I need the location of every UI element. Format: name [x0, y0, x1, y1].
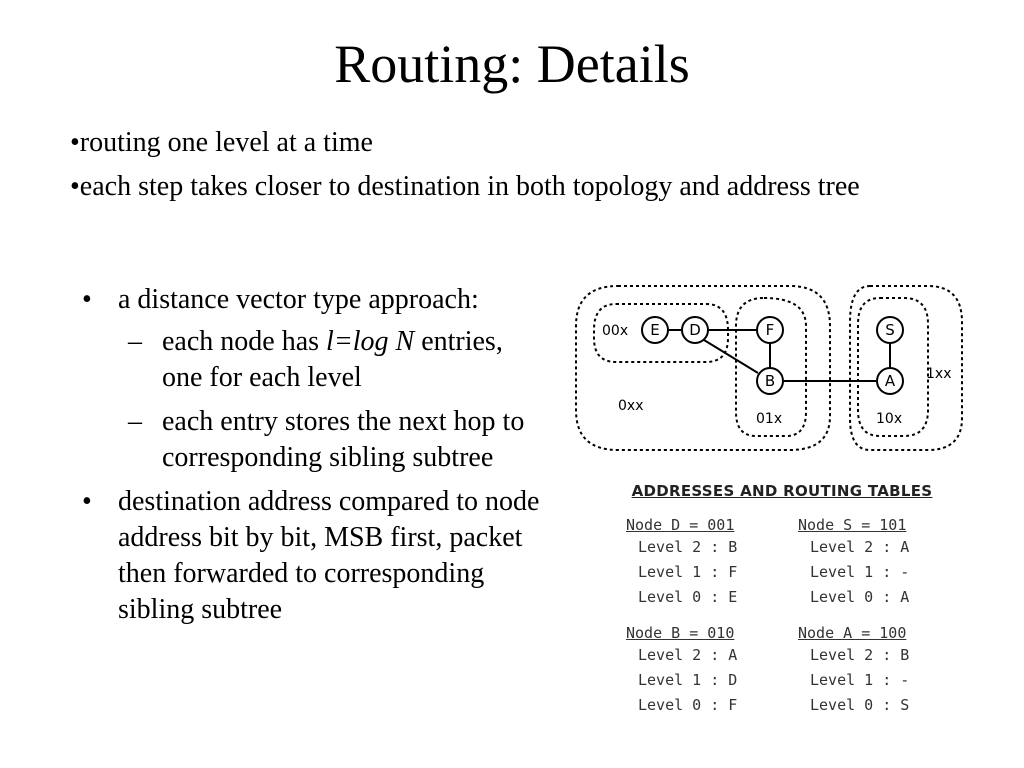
group-1xx-boundary: [849, 285, 963, 451]
node-s: [876, 316, 904, 344]
node-d-label: D: [689, 321, 701, 339]
sub-bullet-text-pre: each node has: [162, 326, 327, 357]
group-0xx-boundary: [575, 285, 831, 451]
table-row: Level 1 : D: [638, 671, 738, 689]
node-e: [641, 316, 669, 344]
sub-bullet-mark: –: [128, 406, 142, 437]
node-b-label: B: [765, 372, 775, 390]
group-0xx-label: 0xx: [618, 398, 643, 414]
node-a: [876, 367, 904, 395]
link-d-b: [703, 339, 759, 374]
table-node-b: Node B = 010 Level 2 : A Level 1 : D Lev…: [626, 624, 796, 721]
table-node-d: Node D = 001 Level 2 : B Level 1 : F Lev…: [626, 516, 796, 613]
routing-tables-title: ADDRESSES AND ROUTING TABLES: [631, 482, 933, 500]
table-row: Level 1 : F: [638, 563, 738, 581]
table-row: Level 0 : F: [638, 696, 738, 714]
node-b: [756, 367, 784, 395]
node-d: [681, 316, 709, 344]
detail-bullet-list: • a distance vector type approach: – eac…: [78, 282, 548, 634]
node-s-label: S: [885, 321, 895, 339]
table-row: Level 0 : S: [810, 696, 910, 714]
table-row: Level 1 : -: [810, 563, 910, 581]
sub-bullet-mark: –: [128, 326, 142, 357]
table-row: Level 2 : B: [638, 538, 738, 556]
bullet-distance-vector: • a distance vector type approach:: [78, 282, 548, 318]
bullet-text: destination address compared to node add…: [118, 486, 540, 625]
routing-tables: ADDRESSES AND ROUTING TABLES Node D = 00…: [600, 478, 970, 728]
group-1xx-label: 1xx: [926, 366, 951, 382]
table-row: Level 2 : A: [810, 538, 910, 556]
bullet-mark: •: [82, 284, 92, 315]
group-10x-label: 10x: [876, 411, 902, 427]
top-bullet-2: •each step takes closer to destination i…: [70, 171, 860, 202]
sub-bullet-formula: l=log N: [326, 326, 415, 357]
sub-bullet-entries: – each node has l=log N entries, one for…: [78, 324, 548, 396]
group-10x-boundary: [857, 297, 929, 437]
sub-bullet-text: each entry stores the next hop to corres…: [162, 406, 525, 473]
table-row: Level 0 : E: [638, 588, 738, 606]
bullet-mark: •: [82, 486, 92, 517]
slide-title: Routing: Details: [334, 34, 690, 94]
sub-bullet-text-post: entries, one for each level: [162, 326, 503, 393]
group-00x-boundary: [593, 303, 729, 363]
group-01x-boundary: [735, 296, 807, 437]
table-row: Level 0 : A: [810, 588, 910, 606]
table-node-a: Node A = 100 Level 2 : B Level 1 : - Lev…: [798, 624, 968, 721]
table-node-s: Node S = 101 Level 2 : A Level 1 : - Lev…: [798, 516, 968, 613]
routing-topology-diagram: E D F B S A 00x 0xx 01x 10x 1xx: [575, 285, 963, 451]
table-head: Node A = 100: [798, 624, 907, 642]
table-row: Level 1 : -: [810, 671, 910, 689]
node-e-label: E: [650, 321, 659, 339]
node-f-label: F: [766, 321, 775, 339]
sub-bullet-next-hop: – each entry stores the next hop to corr…: [78, 404, 548, 476]
table-row: Level 2 : B: [810, 646, 910, 664]
node-a-label: A: [885, 372, 896, 390]
table-head: Node B = 010: [626, 624, 735, 642]
node-f: [756, 316, 784, 344]
bullet-text: a distance vector type approach:: [118, 284, 479, 315]
table-head: Node D = 001: [626, 516, 735, 534]
top-bullet-list: •routing one level at a time •each step …: [70, 126, 890, 214]
table-row: Level 2 : A: [638, 646, 738, 664]
bullet-destination-address: • destination address compared to node a…: [78, 484, 548, 628]
table-head: Node S = 101: [798, 516, 907, 534]
top-bullet-1: •routing one level at a time: [70, 127, 373, 158]
group-01x-label: 01x: [756, 411, 782, 427]
group-00x-label: 00x: [602, 323, 628, 339]
